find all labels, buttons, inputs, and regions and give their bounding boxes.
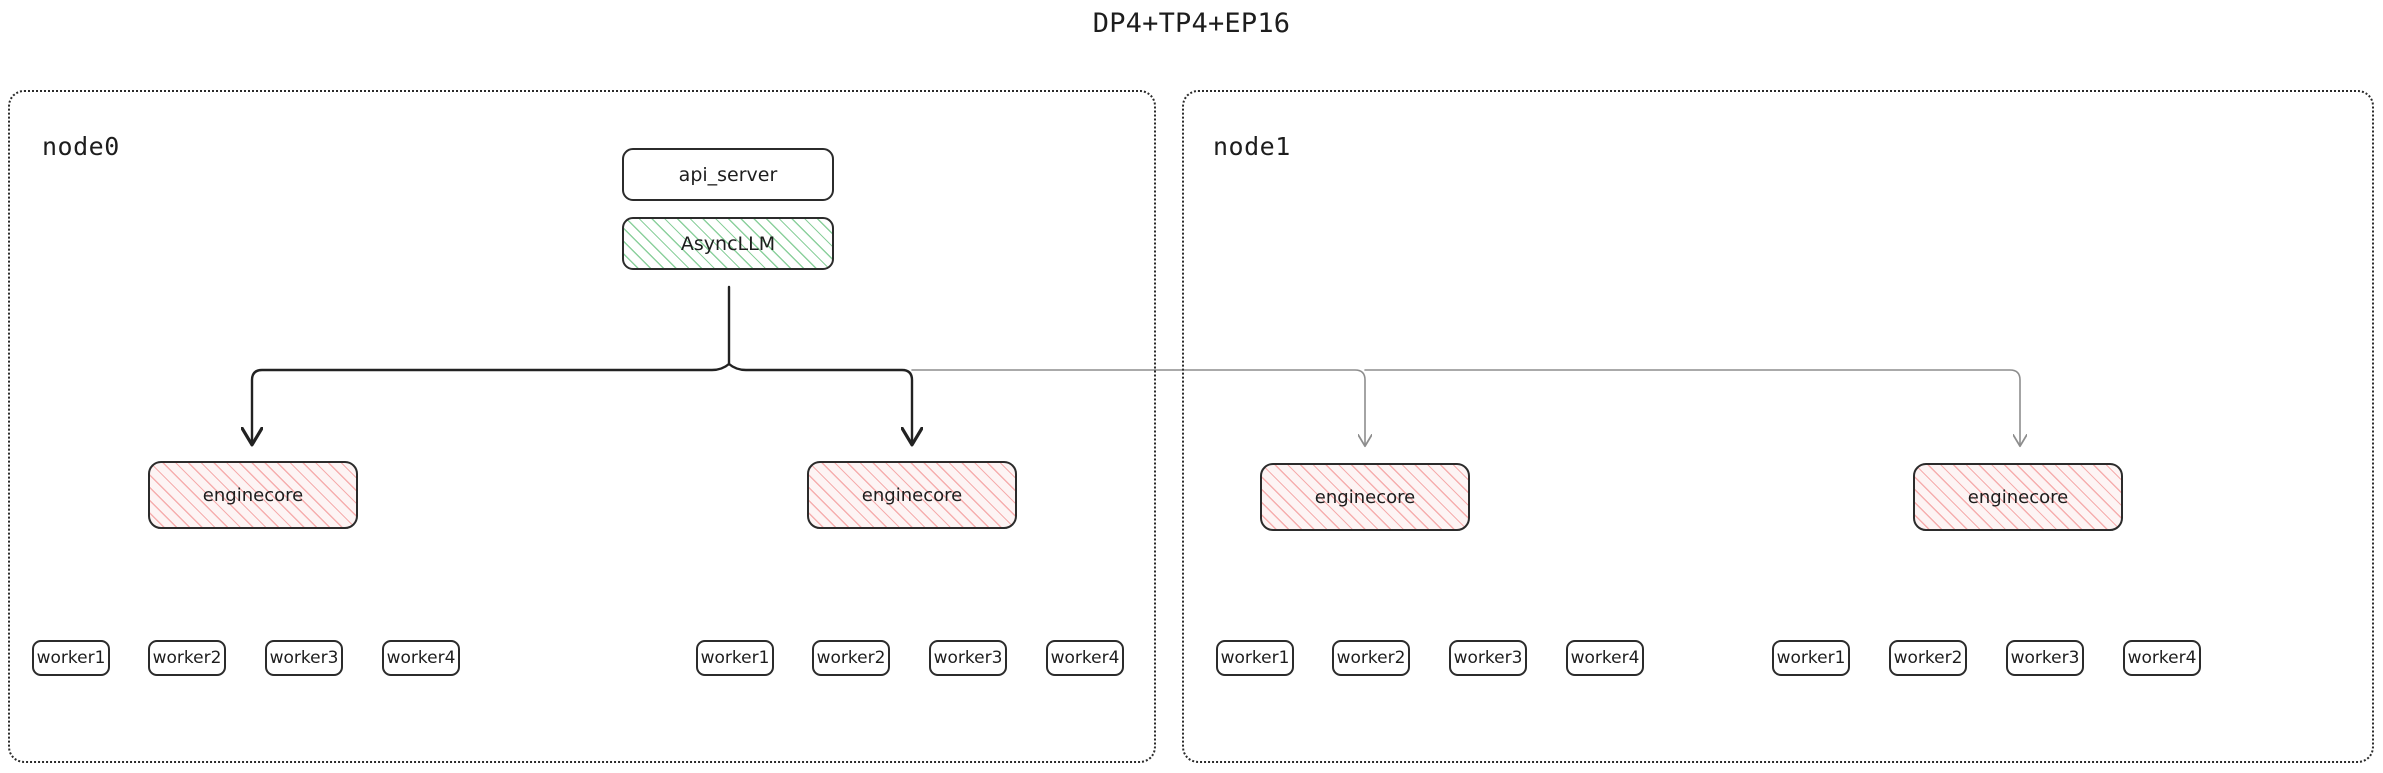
api-server-box-node0[interactable]: api_server xyxy=(622,148,834,201)
node-label-node1: node1 xyxy=(1213,132,1291,161)
enginecore-box-node1-1[interactable]: enginecore xyxy=(1913,463,2123,531)
page-title: DP4+TP4+EP16 xyxy=(1092,8,1291,39)
worker-box-node1-0-2[interactable]: worker3 xyxy=(1449,640,1527,676)
worker-box-node0-0-0[interactable]: worker1 xyxy=(32,640,110,676)
worker-box-node0-1-1[interactable]: worker2 xyxy=(812,640,890,676)
enginecore-box-node1-0[interactable]: enginecore xyxy=(1260,463,1470,531)
worker-box-node0-0-1[interactable]: worker2 xyxy=(148,640,226,676)
enginecore-box-node0-0[interactable]: enginecore xyxy=(148,461,358,529)
worker-box-node0-1-3[interactable]: worker4 xyxy=(1046,640,1124,676)
worker-box-node0-1-2[interactable]: worker3 xyxy=(929,640,1007,676)
node-label-node0: node0 xyxy=(42,132,120,161)
worker-box-node1-1-0[interactable]: worker1 xyxy=(1772,640,1850,676)
node-group-node0 xyxy=(8,90,1156,763)
worker-box-node1-1-2[interactable]: worker3 xyxy=(2006,640,2084,676)
worker-box-node1-1-3[interactable]: worker4 xyxy=(2123,640,2201,676)
worker-box-node1-0-3[interactable]: worker4 xyxy=(1566,640,1644,676)
async-llm-box-node0[interactable]: AsyncLLM xyxy=(622,217,834,270)
node-group-node1 xyxy=(1182,90,2374,763)
worker-box-node0-1-0[interactable]: worker1 xyxy=(696,640,774,676)
enginecore-box-node0-1[interactable]: enginecore xyxy=(807,461,1017,529)
worker-box-node1-1-1[interactable]: worker2 xyxy=(1889,640,1967,676)
worker-box-node1-0-0[interactable]: worker1 xyxy=(1216,640,1294,676)
worker-box-node1-0-1[interactable]: worker2 xyxy=(1332,640,1410,676)
worker-box-node0-0-3[interactable]: worker4 xyxy=(382,640,460,676)
worker-box-node0-0-2[interactable]: worker3 xyxy=(265,640,343,676)
